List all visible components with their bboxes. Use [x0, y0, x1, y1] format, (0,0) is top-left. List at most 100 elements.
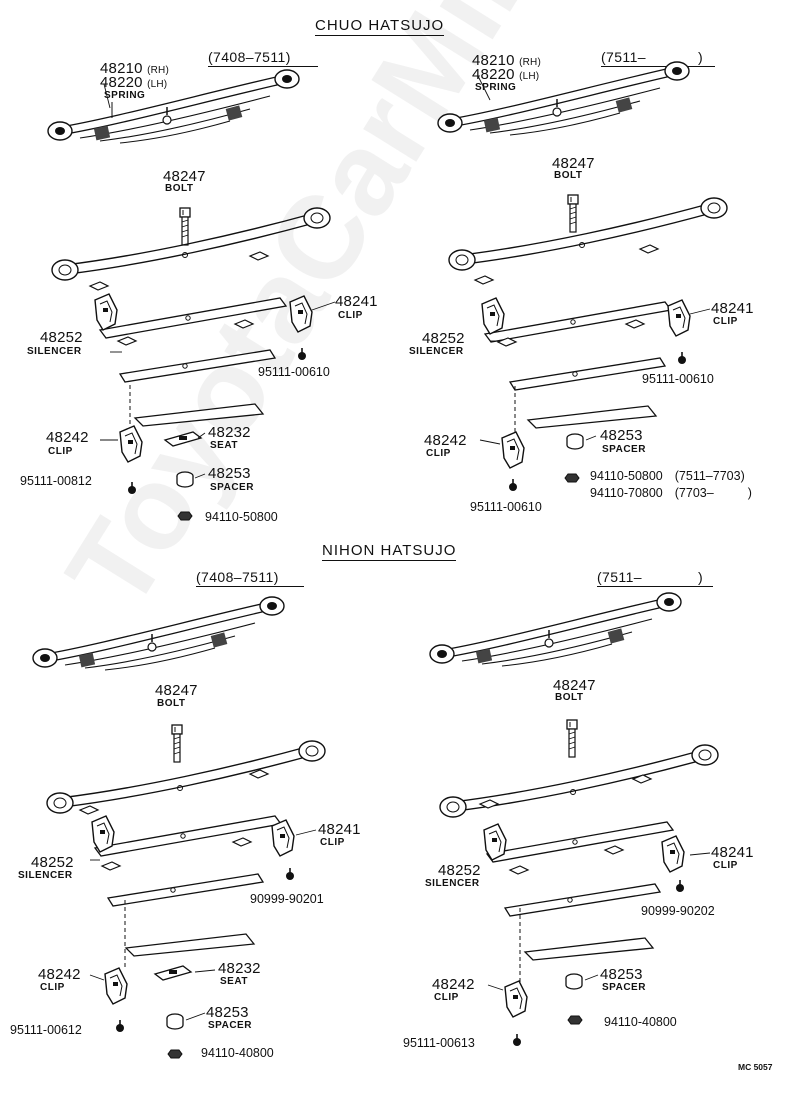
b-spacer — [566, 433, 584, 450]
c-screw-90999-90201: 90999-90201 — [250, 892, 324, 906]
a-main-leaf — [51, 207, 331, 281]
a-screw-95111-00610: 95111-00610 — [258, 365, 330, 379]
d-spacer-label: SPACER — [602, 982, 646, 993]
a-silencer — [117, 336, 137, 346]
a-clip42-label: CLIP — [48, 446, 73, 457]
b-silencer-number: 48252 — [422, 330, 465, 347]
d-clip-48241 — [661, 835, 685, 873]
a-bolt-number: 48247 — [163, 168, 206, 185]
d-leaf-3 — [504, 883, 661, 917]
a-clip41-label: CLIP — [338, 310, 363, 321]
a-leaf-2 — [99, 297, 287, 339]
d-silencer — [509, 865, 529, 875]
a-nut — [177, 511, 193, 521]
header-chuo-hatsujo: CHUO HATSUJO — [315, 17, 445, 36]
a-screw-95111-00812: 95111-00812 — [20, 474, 92, 488]
c-clip41-number: 48241 — [318, 821, 361, 838]
d-clip41-number: 48241 — [711, 844, 754, 861]
c-bolt-number: 48247 — [155, 682, 198, 699]
b-leaf-2 — [484, 301, 672, 343]
d-leaf-2 — [486, 821, 674, 863]
c-leaf-4 — [125, 933, 255, 957]
c-spacer — [166, 1013, 184, 1030]
a-nut-94110-50800: 94110-50800 — [205, 510, 278, 524]
b-bolt-number: 48247 — [552, 155, 595, 172]
b-clip41-label: CLIP — [713, 316, 738, 327]
a-clip42-number: 48242 — [46, 429, 89, 446]
b-screw-95111-00610-a: 95111-00610 — [642, 372, 714, 386]
a-clip-48241 — [289, 295, 313, 333]
b-silencer-label: SILENCER — [409, 346, 464, 357]
a-seat — [164, 431, 202, 447]
a-silencer-number: 48252 — [40, 329, 83, 346]
d-nut-94110-40800: 94110-40800 — [604, 1015, 677, 1029]
d-bolt-number: 48247 — [553, 677, 596, 694]
range-b-close: ) — [697, 49, 704, 65]
range-d-start: (7511– — [597, 569, 642, 585]
c-main-leaf — [46, 740, 326, 814]
b-bolt-label: BOLT — [554, 170, 583, 181]
a-spring-label: SPRING — [104, 90, 146, 101]
a-clip-48242 — [119, 425, 143, 463]
header-nihon-hatsujo: NIHON HATSUJO — [322, 542, 457, 561]
b-leaf-4 — [527, 405, 657, 429]
c-bolt-label: BOLT — [157, 698, 186, 709]
range-a: (7408–7511) — [208, 50, 318, 67]
a-leaf-4 — [134, 403, 264, 427]
a-bolt-label: BOLT — [165, 183, 194, 194]
b-leaf-3 — [509, 357, 666, 391]
c-clip-48241 — [271, 819, 295, 857]
c-silencer-label: SILENCER — [18, 870, 73, 881]
d-clip41-label: CLIP — [713, 860, 738, 871]
a-seat-number: 48232 — [208, 424, 251, 441]
d-nut — [567, 1015, 583, 1025]
b-clip42-label: CLIP — [426, 448, 451, 459]
d-screw-95111-00613: 95111-00613 — [403, 1036, 475, 1050]
a-spring-assembly — [47, 69, 300, 144]
panel-d-drawing — [429, 592, 719, 1047]
a-clip41-number: 48241 — [335, 293, 378, 310]
range-c: (7408–7511) — [196, 570, 304, 587]
d-leaf-4 — [524, 937, 654, 961]
b-spring-label: SPRING — [475, 82, 517, 93]
c-clip41-label: CLIP — [320, 837, 345, 848]
a-silencer-label: SILENCER — [27, 346, 82, 357]
figure-code: MC 5057 — [738, 1062, 773, 1072]
b-nut-94110-70800: 94110-70800(7703–) — [590, 486, 752, 500]
c-spacer-label: SPACER — [208, 1020, 252, 1031]
c-leaf-3 — [107, 873, 264, 907]
b-spring-lh-number: 48220 (LH) — [472, 66, 540, 83]
a-bolt — [179, 207, 191, 246]
b-clip42-number: 48242 — [424, 432, 467, 449]
b-spring-assembly — [437, 61, 690, 136]
range-b: (7511–) — [601, 50, 715, 67]
b-nut-94110-50800: 94110-50800(7511–7703) — [590, 469, 745, 483]
b-screw-95111-00610-b: 95111-00610 — [470, 500, 542, 514]
d-bolt-label: BOLT — [555, 692, 584, 703]
b-spacer-label: SPACER — [602, 444, 646, 455]
b-spring-rh-number: 48210 (RH) — [472, 52, 541, 69]
a-spring-rh-number: 48210 (RH) — [100, 60, 169, 77]
d-silencer-number: 48252 — [438, 862, 481, 879]
c-screw-95111-00612: 95111-00612 — [10, 1023, 82, 1037]
range-b-start: (7511– — [601, 49, 646, 65]
c-seat-number: 48232 — [218, 960, 261, 977]
d-main-leaf — [439, 744, 719, 818]
a-spacer-number: 48253 — [208, 465, 251, 482]
c-silencer-number: 48252 — [31, 854, 74, 871]
d-clip-48242 — [504, 980, 528, 1018]
b-clip-48242 — [501, 431, 525, 469]
b-bolt — [567, 194, 579, 233]
a-spring-lh-number: 48220 (LH) — [100, 74, 168, 91]
a-seat-label: SEAT — [210, 440, 238, 451]
c-spacer-number: 48253 — [206, 1004, 249, 1021]
c-seat — [154, 965, 192, 981]
range-d-close: ) — [697, 569, 704, 585]
c-seat-label: SEAT — [220, 976, 248, 987]
b-clip-48241 — [667, 299, 691, 337]
a-spacer-label: SPACER — [210, 482, 254, 493]
c-nut — [167, 1049, 183, 1059]
a-spacer — [176, 471, 194, 488]
